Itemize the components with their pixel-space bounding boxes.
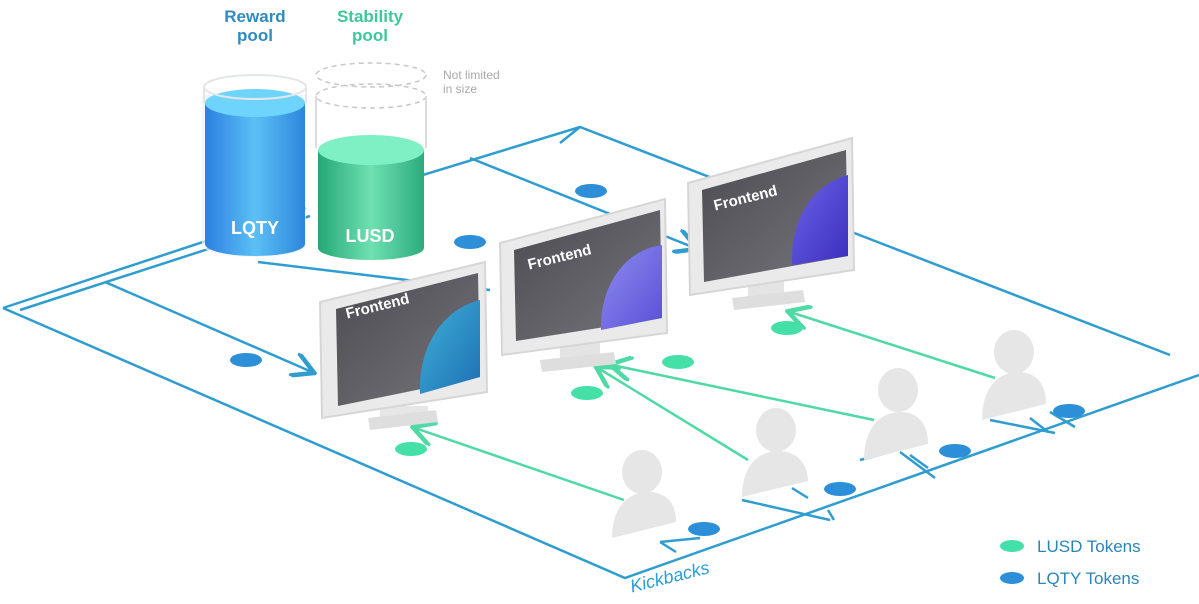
lusd-token (771, 321, 803, 335)
lqty-token (688, 522, 720, 536)
user-2 (742, 408, 808, 497)
stability-pool-tank (315, 62, 427, 260)
frontend-monitor-1 (318, 260, 489, 430)
lqty-token (575, 184, 607, 198)
legend-label: LUSD Tokens (1037, 537, 1141, 556)
user-figures (612, 330, 1046, 538)
lusd-token (662, 355, 694, 369)
frontend-monitor-3 (686, 136, 856, 310)
reward-pool-tank (202, 74, 307, 257)
not-limited-note: Not limited in size (443, 68, 500, 96)
legend-label: LQTY Tokens (1037, 569, 1140, 588)
lqty-token (824, 482, 856, 496)
user-1 (612, 450, 676, 538)
lqty-token (454, 235, 486, 249)
frontend-monitor-2 (498, 197, 669, 372)
lqty-token (939, 444, 971, 458)
lqty-token-icon (1000, 572, 1024, 584)
lusd-token (395, 442, 427, 456)
user-4 (982, 330, 1046, 420)
user-3 (864, 368, 928, 460)
user-arrows (415, 312, 996, 502)
stability-pool-title: Stability pool (336, 7, 404, 45)
lusd-tank-label: LUSD (345, 226, 395, 246)
lusd-token-icon (1000, 540, 1024, 552)
token-coins (230, 184, 1085, 536)
reward-pool-title: Reward pool (224, 7, 286, 45)
lqty-token (1053, 404, 1085, 418)
lqty-tank-label: LQTY (231, 218, 279, 238)
lqty-token (230, 353, 262, 367)
lusd-token (571, 386, 603, 400)
